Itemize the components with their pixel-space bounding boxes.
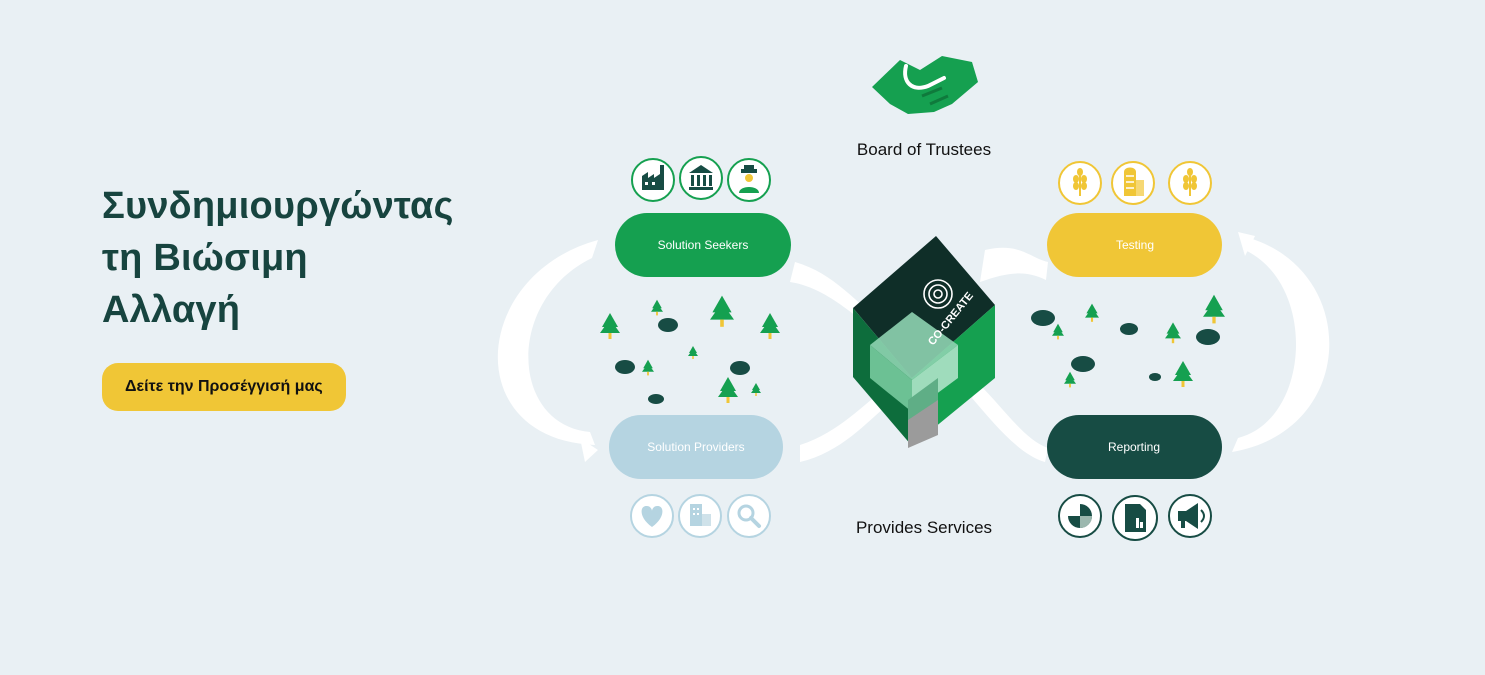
- seekers-icon-row: [631, 156, 771, 202]
- solution-providers-label: Solution Providers: [647, 440, 744, 454]
- tree-icon: [751, 383, 761, 396]
- testing-pill: Testing: [1047, 213, 1222, 277]
- reporting-icon-row: [1058, 494, 1212, 541]
- handshake-icon: [872, 56, 978, 114]
- bush-icon: [730, 361, 750, 375]
- tree-icon: [642, 359, 654, 376]
- solution-seekers-pill: Solution Seekers: [615, 213, 791, 277]
- factory-icon: [631, 158, 675, 202]
- tree-icon: [1173, 361, 1193, 387]
- pie-chart-icon: [1058, 494, 1102, 538]
- bush-icon: [658, 318, 678, 332]
- solution-seekers-label: Solution Seekers: [658, 238, 749, 252]
- silo-icon: [1111, 161, 1155, 205]
- tree-icon: [718, 377, 738, 403]
- board-of-trustees-label: Board of Trustees: [857, 140, 991, 159]
- right-forest: [1031, 294, 1225, 388]
- tree-icon: [688, 346, 698, 359]
- testing-icon-row: [1058, 161, 1212, 205]
- bush-icon: [1149, 373, 1161, 381]
- tree-icon: [1052, 323, 1064, 340]
- tree-icon: [1203, 294, 1225, 324]
- building-icon: [678, 494, 722, 538]
- testing-label: Testing: [1116, 238, 1154, 252]
- wheat-icon: [1168, 161, 1212, 205]
- hero-title: Συνδημιουργώντας τη Βιώσιμη Αλλαγή: [102, 185, 454, 331]
- bank-icon: [679, 156, 723, 200]
- bush-icon: [1071, 356, 1095, 372]
- reporting-label: Reporting: [1108, 440, 1160, 454]
- tree-icon: [1165, 322, 1181, 344]
- provides-services-label: Provides Services: [856, 518, 992, 537]
- left-forest: [600, 295, 780, 404]
- providers-icon-row: [630, 494, 771, 538]
- view-approach-button[interactable]: Δείτε την Προσέγγισή μας: [102, 363, 346, 411]
- solution-providers-pill: Solution Providers: [609, 415, 783, 479]
- tree-icon: [710, 295, 734, 327]
- bush-icon: [1120, 323, 1138, 335]
- wheat-icon: [1058, 161, 1102, 205]
- hero-section: Συνδημιουργώντας τη Βιώσιμη Αλλαγή Δείτε…: [102, 180, 502, 411]
- bush-icon: [648, 394, 664, 404]
- reporting-pill: Reporting: [1047, 415, 1222, 479]
- farmer-icon: [727, 158, 771, 202]
- bush-icon: [615, 360, 635, 374]
- tree-icon: [651, 299, 663, 316]
- heart-icon: [630, 494, 674, 538]
- tree-icon: [1064, 371, 1076, 388]
- bush-icon: [1031, 310, 1055, 326]
- bush-icon: [1196, 329, 1220, 345]
- tree-icon: [1085, 303, 1099, 322]
- co-create-cube: CO-CREATE: [853, 236, 995, 448]
- tree-icon: [760, 313, 780, 339]
- report-document-icon: [1112, 495, 1158, 541]
- spiral-logo-icon: [923, 279, 953, 309]
- megaphone-icon: [1168, 494, 1212, 538]
- search-icon: [727, 494, 771, 538]
- tree-icon: [600, 313, 620, 339]
